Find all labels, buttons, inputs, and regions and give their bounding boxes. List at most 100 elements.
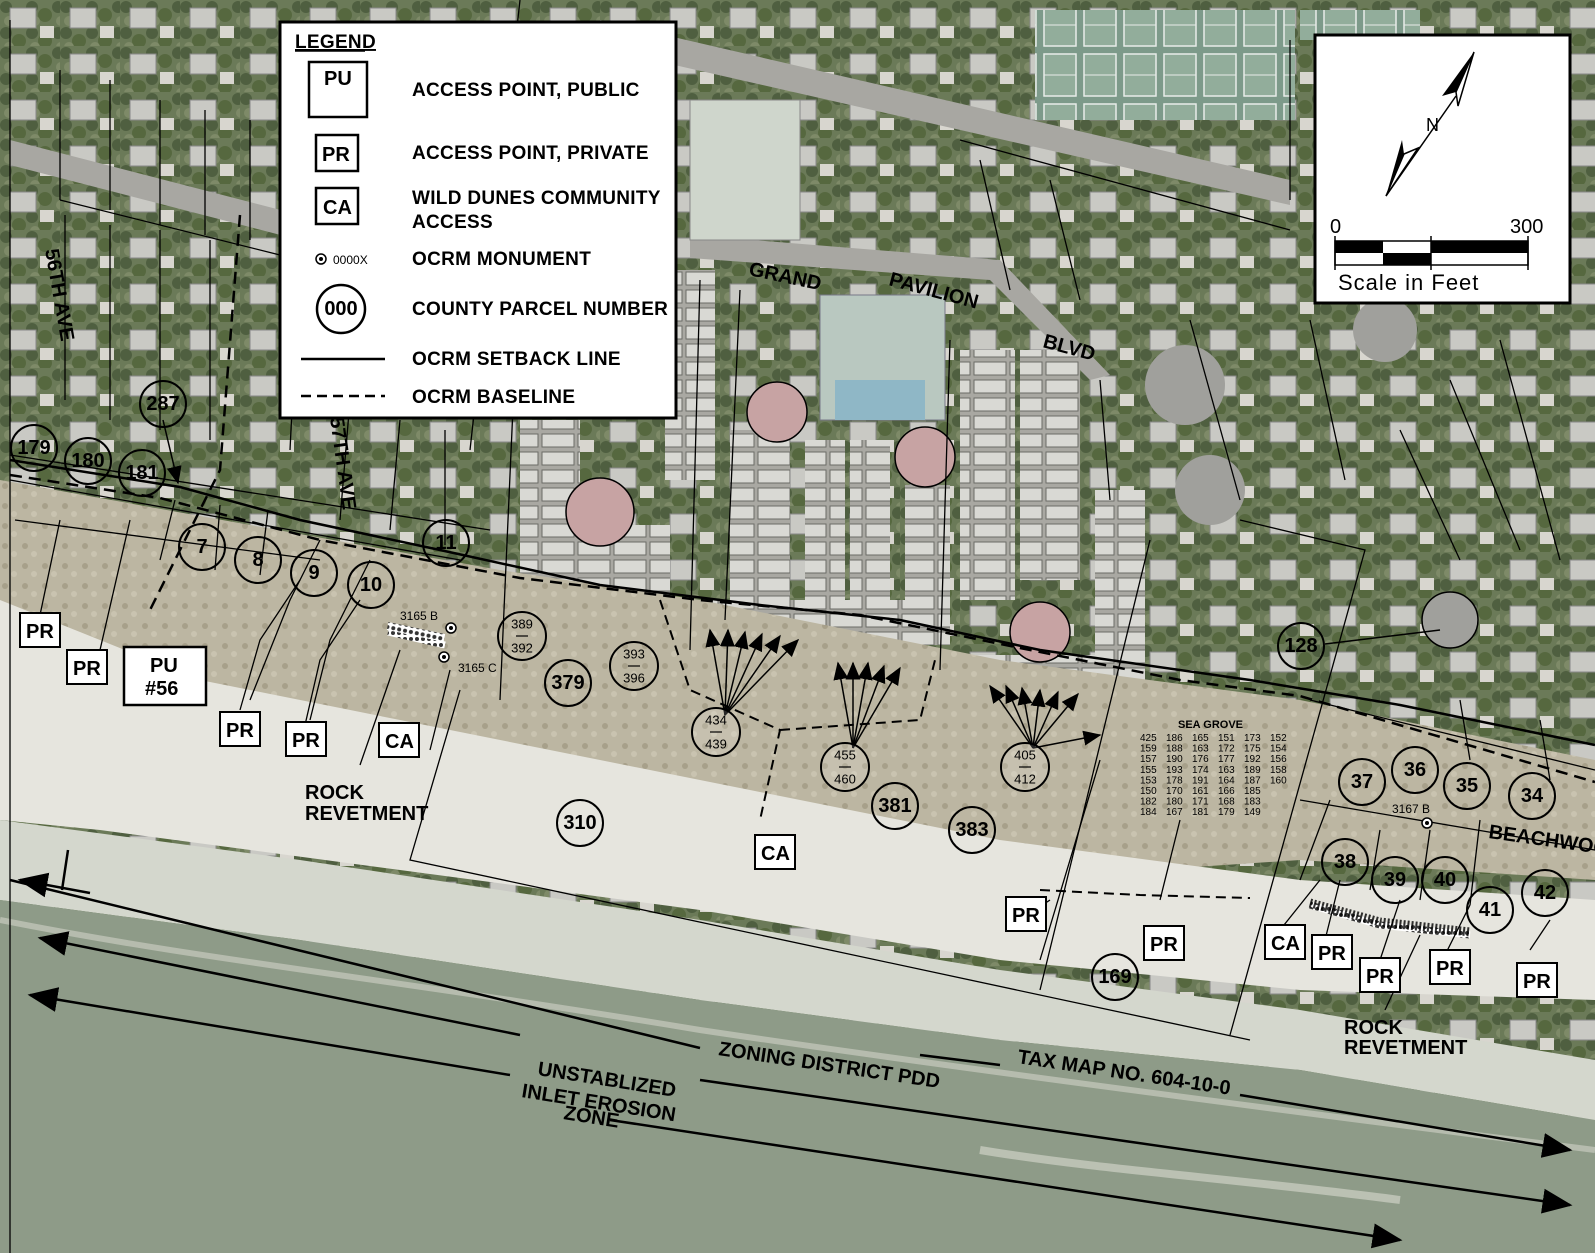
sea-grove-cell: 180	[1166, 797, 1183, 808]
sea-grove-cell: 168	[1218, 797, 1235, 808]
zoning-lines	[9, 849, 1573, 1249]
svg-text:3165 B: 3165 B	[400, 609, 438, 623]
sea-grove-cell: 190	[1166, 754, 1183, 765]
sea-grove-cell: 187	[1244, 775, 1261, 786]
sea-grove-cell: 184	[1140, 807, 1157, 818]
svg-text:PR: PR	[1366, 966, 1394, 988]
svg-text:PR: PR	[26, 621, 54, 643]
parcel-181: 181	[118, 449, 166, 497]
access-ca-2: CA	[754, 834, 796, 870]
svg-text:40: 40	[1434, 869, 1456, 891]
sea-grove-cell: 149	[1244, 807, 1261, 818]
legend-item-parcel: 000 COUNTY PARCEL NUMBER	[315, 283, 668, 335]
svg-text:ACCESS POINT, PUBLIC: ACCESS POINT, PUBLIC	[412, 80, 640, 101]
sea-grove-cell: 165	[1192, 733, 1209, 744]
svg-text:OCRM SETBACK LINE: OCRM SETBACK LINE	[412, 349, 621, 370]
svg-text:169: 169	[1098, 966, 1131, 988]
access-pr-8: PR	[1359, 957, 1401, 993]
svg-text:10: 10	[360, 574, 382, 596]
svg-text:PR: PR	[322, 144, 350, 166]
legend-item-public: PU ACCESS POINT, PUBLIC	[307, 60, 640, 119]
sea-grove-cell: 178	[1166, 775, 1183, 786]
sea-grove-cell: 173	[1244, 733, 1261, 744]
svg-text:287: 287	[146, 393, 179, 415]
parcel-8: 8	[234, 536, 282, 584]
sea-grove-cell: 185	[1244, 786, 1261, 797]
svg-text:393: 393	[623, 647, 645, 662]
svg-text:PR: PR	[1318, 943, 1346, 965]
svg-text:3165 C: 3165 C	[458, 661, 497, 675]
svg-text:PR: PR	[1012, 905, 1040, 927]
parcel-169: 169	[1091, 953, 1139, 1001]
parcel-40: 40	[1421, 856, 1469, 904]
svg-text:PR: PR	[73, 658, 101, 680]
parcel-42: 42	[1521, 869, 1569, 917]
parcel-34: 34	[1508, 772, 1556, 820]
sea-grove-cell: 192	[1244, 754, 1261, 765]
parcel-39: 39	[1371, 856, 1419, 904]
sea-grove-cell: 158	[1270, 765, 1287, 776]
parcel-7: 7	[178, 523, 226, 571]
rock-revetment-label-west: ROCK	[305, 782, 364, 804]
parcel-9: 9	[290, 549, 338, 597]
svg-text:000: 000	[324, 298, 357, 320]
parcel-389-392: 389 392	[497, 611, 547, 661]
svg-text:CA: CA	[761, 843, 790, 865]
svg-text:300: 300	[1510, 216, 1543, 238]
svg-text:41: 41	[1479, 899, 1501, 921]
svg-text:36: 36	[1404, 759, 1426, 781]
parcel-10: 10	[347, 561, 395, 609]
sea-grove-cell: 166	[1218, 786, 1235, 797]
parcel-405-412: 405 412	[1000, 742, 1050, 792]
sea-grove-cell: 154	[1270, 744, 1287, 755]
parcel-383: 383	[948, 806, 996, 854]
dune-vegetation	[0, 480, 1595, 880]
svg-text:9: 9	[308, 562, 319, 584]
ocrm-monument-3167b: 3167 B	[1392, 802, 1433, 829]
beach	[0, 600, 1595, 1000]
svg-text:COUNTY PARCEL NUMBER: COUNTY PARCEL NUMBER	[412, 299, 668, 320]
svg-text:11: 11	[435, 532, 456, 554]
sea-grove-cell: 155	[1140, 765, 1157, 776]
svg-text:PU: PU	[324, 68, 352, 90]
rock-revetment-label-west-2: REVETMENT	[305, 803, 428, 825]
sea-grove-cell: 161	[1192, 786, 1209, 797]
legend-title: LEGEND	[295, 32, 376, 53]
access-pu-56: PU #56	[122, 645, 208, 707]
north-arrow-scale-box: N 0 300 Scale in Feet	[1313, 33, 1572, 305]
scale-bar: 0 300 Scale in Feet	[1330, 216, 1543, 295]
svg-text:3167 B: 3167 B	[1392, 802, 1430, 816]
sea-grove-cell: 150	[1140, 786, 1157, 797]
svg-text:#56: #56	[145, 678, 178, 700]
legend-item-monument: 0000X OCRM MONUMENT	[315, 249, 591, 270]
sea-grove-cell: 153	[1140, 775, 1157, 786]
rock-revetment-label-east: ROCK	[1344, 1017, 1403, 1039]
svg-text:CA: CA	[385, 731, 414, 753]
sea-grove-cell: 163	[1218, 765, 1235, 776]
svg-text:PR: PR	[1436, 958, 1464, 980]
svg-text:35: 35	[1456, 775, 1478, 797]
access-pr-1: PR	[19, 612, 61, 648]
svg-text:37: 37	[1351, 771, 1373, 793]
svg-text:412: 412	[1014, 772, 1036, 787]
sea-grove-cell: 170	[1166, 786, 1183, 797]
sea-grove-cell: 176	[1192, 754, 1209, 765]
road	[600, 20, 1290, 205]
parcel-37: 37	[1338, 758, 1386, 806]
svg-text:ACCESS POINT, PRIVATE: ACCESS POINT, PRIVATE	[412, 143, 649, 164]
svg-text:39: 39	[1384, 869, 1406, 891]
sea-grove-cell: 179	[1218, 807, 1235, 818]
svg-text:128: 128	[1284, 635, 1317, 657]
svg-text:405: 405	[1014, 748, 1036, 763]
svg-text:383: 383	[955, 819, 988, 841]
access-pr-3: PR	[219, 711, 261, 747]
svg-text:PR: PR	[292, 730, 320, 752]
parcel-393-396: 393 396	[609, 641, 659, 691]
svg-text:ACCESS: ACCESS	[412, 212, 493, 233]
access-pr-7: PR	[1311, 934, 1353, 970]
sea-grove-cell: 183	[1244, 797, 1261, 808]
north-arrow-icon: N	[1385, 51, 1475, 197]
svg-text:PR: PR	[226, 720, 254, 742]
sea-grove-cell: 171	[1192, 797, 1209, 808]
